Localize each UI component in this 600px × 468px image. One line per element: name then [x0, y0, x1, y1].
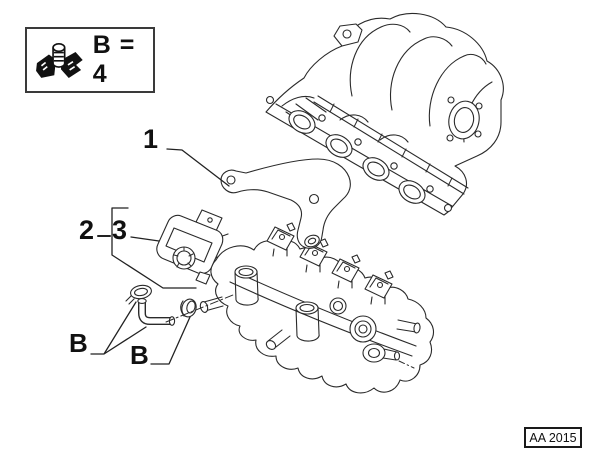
breather-hose-drawing [137, 298, 176, 326]
callout-bolt-b-left[interactable]: B [69, 328, 88, 358]
callout-part-1[interactable]: 1 [143, 124, 159, 154]
bolt-quantity-legend: B = 4 [25, 27, 155, 93]
sensor-drawing [156, 209, 224, 285]
drawing-code: AA 2015 [529, 430, 577, 445]
grommet-drawing [180, 298, 197, 318]
hose-clamp-drawing [125, 284, 152, 305]
bolt-quantity-label: B = 4 [92, 31, 136, 88]
support-bracket-drawing [220, 158, 351, 249]
drawing-code-plate: AA 2015 [524, 427, 582, 448]
assembly-centerline [165, 294, 234, 323]
fasteners-icon [36, 43, 83, 78]
leader-lines [90, 148, 230, 365]
callout-bolt-b-right[interactable]: B [130, 340, 149, 370]
injector-connectors-drawing [266, 222, 394, 305]
upper-manifold-drawing [265, 12, 504, 216]
callout-part-2[interactable]: 2 [79, 215, 95, 245]
callout-part-3[interactable]: 3 [112, 215, 128, 245]
lower-manifold-drawing [199, 222, 435, 394]
